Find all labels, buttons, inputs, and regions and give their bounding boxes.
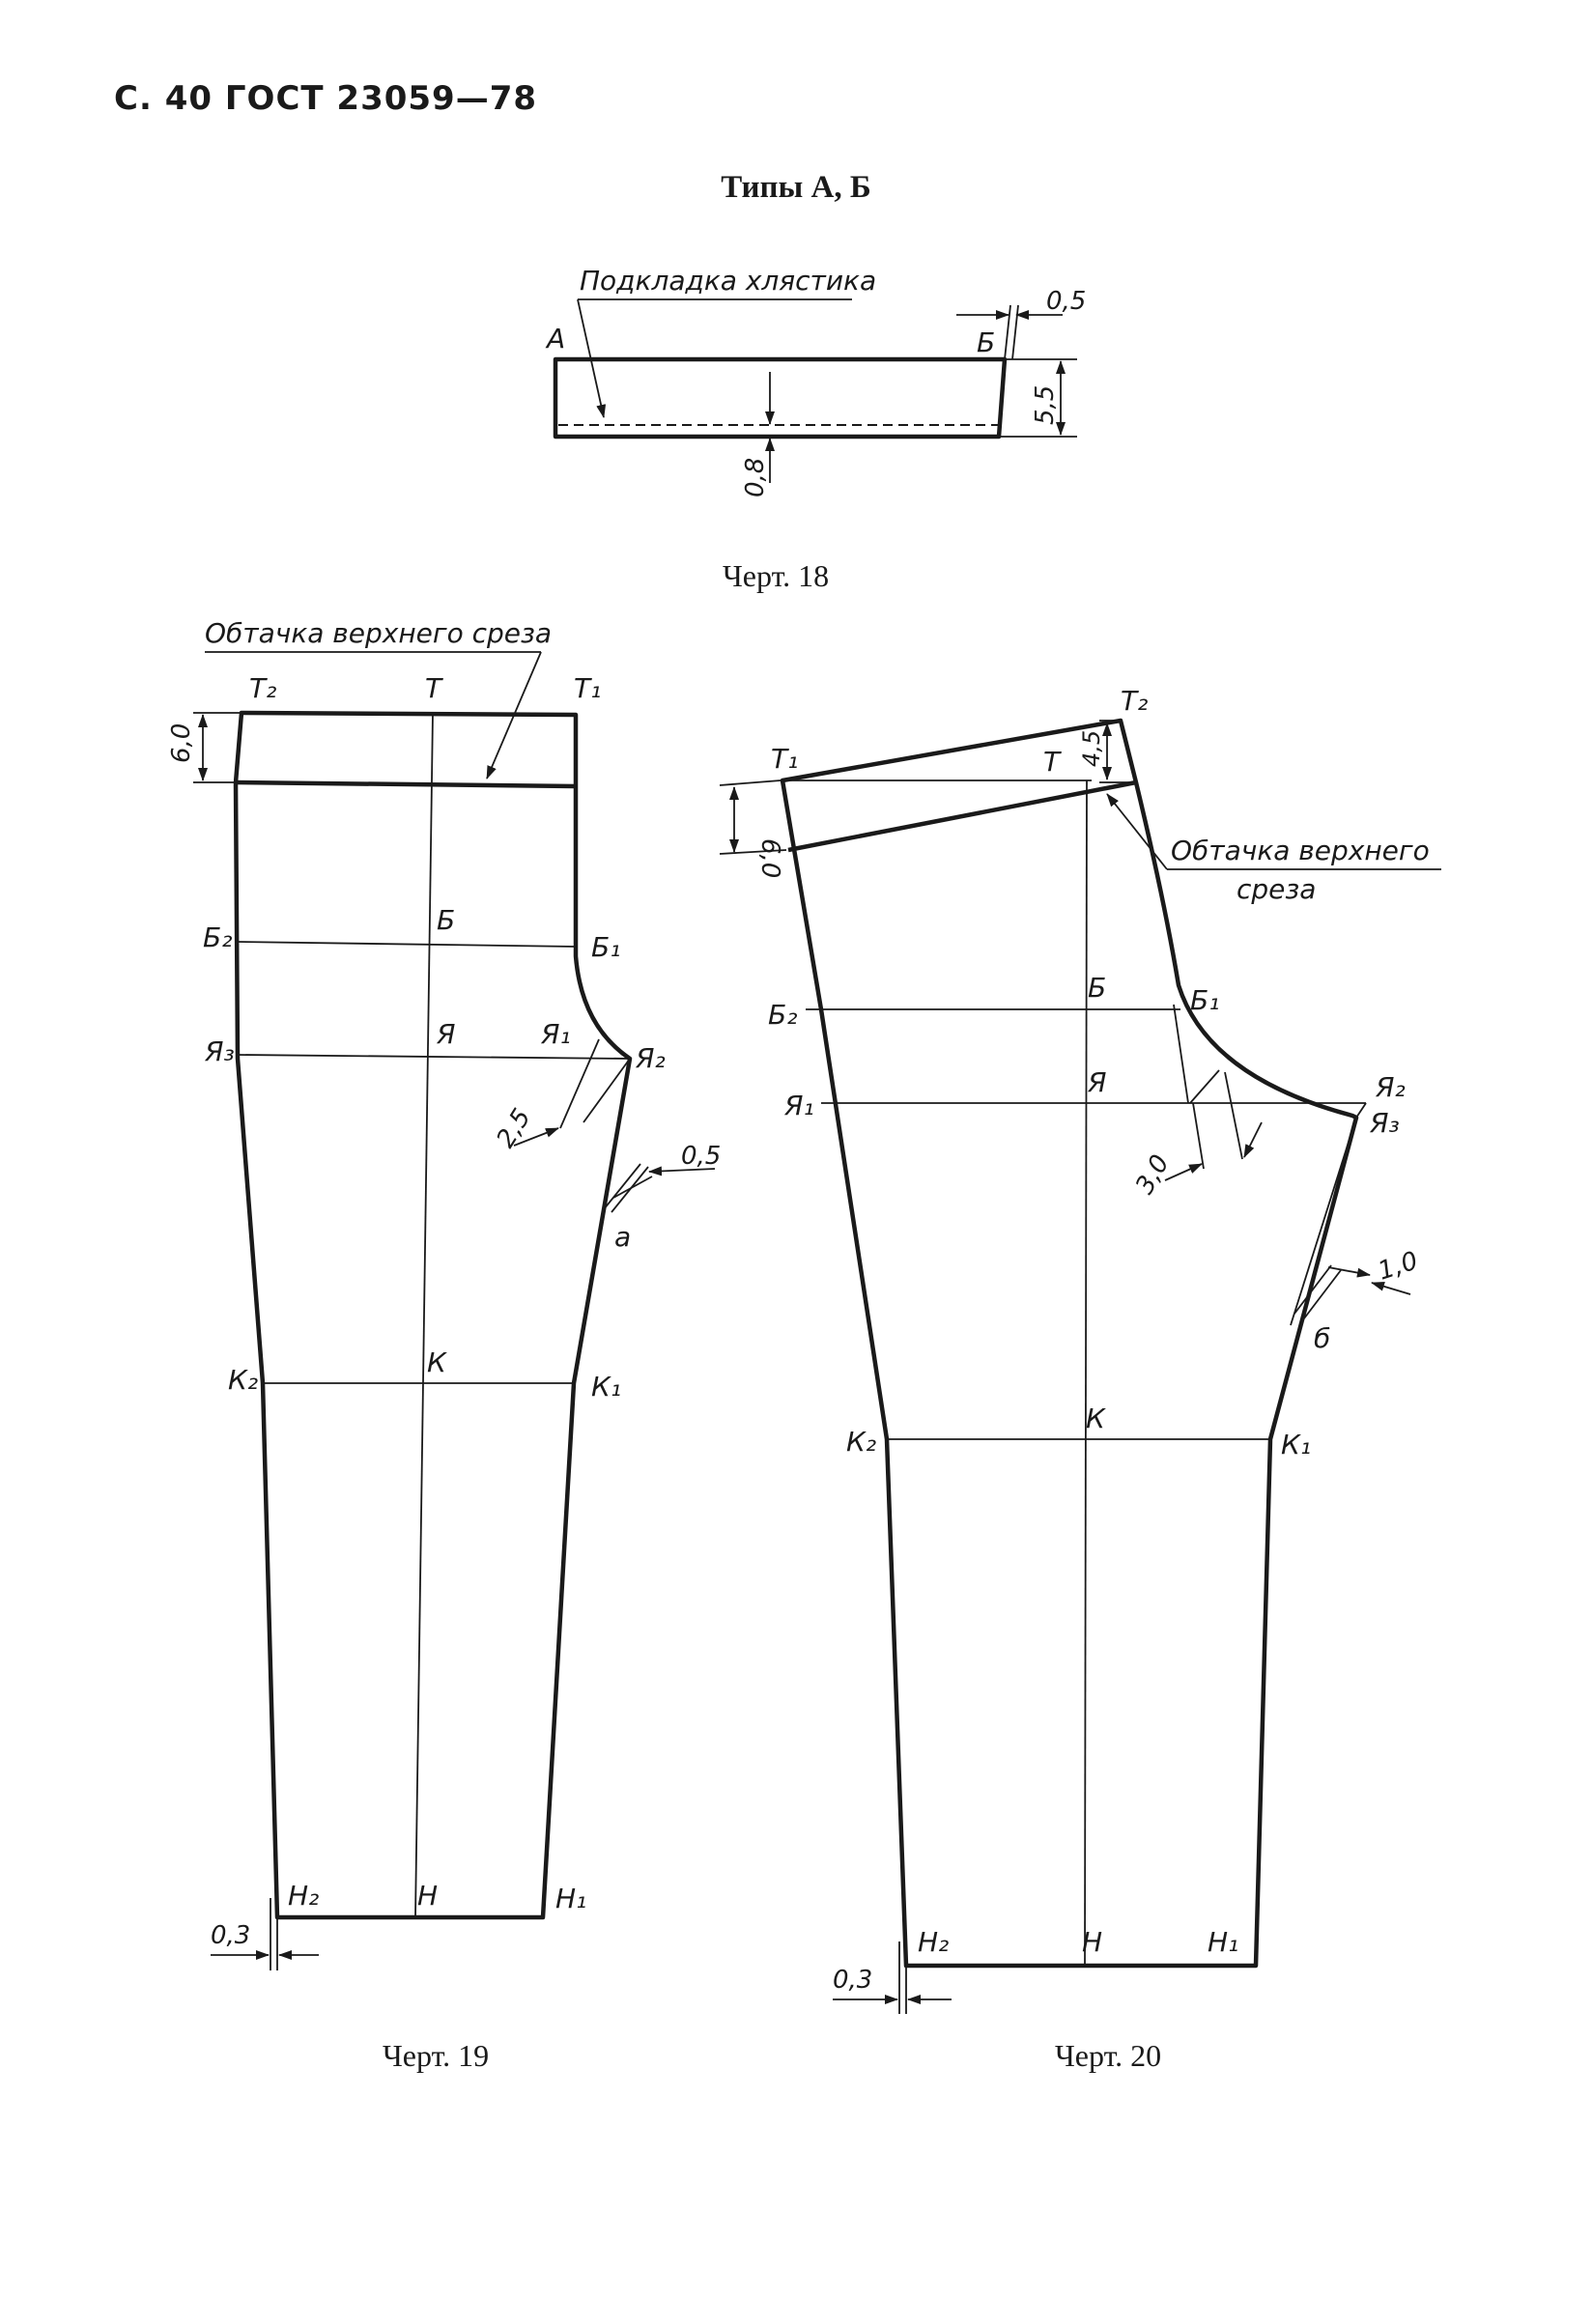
figure-18: Подкладка хлястика А Б 0,5 5,5 0,8 <box>545 265 1086 497</box>
fig20-dim-crotch: 3,0 <box>1130 1150 1176 1200</box>
fig19-pt-B2: Б₂ <box>203 921 232 953</box>
fig19-pt-K2: К₂ <box>228 1364 258 1396</box>
fig18-dim-right: 5,5 <box>1031 385 1060 425</box>
fig19-pt-Ya3: Я₃ <box>204 1035 235 1067</box>
standard-number: ГОСТ 23059—78 <box>224 79 538 118</box>
fig19-pt-H1: Н₁ <box>555 1883 586 1914</box>
caption-fig20: Черт. 20 <box>1055 2038 1162 2073</box>
fig20-crotch-arrow1 <box>1164 1163 1203 1181</box>
fig20-pt-H: Н <box>1082 1926 1102 1958</box>
fig20-label-line2: среза <box>1237 873 1316 905</box>
figure-19: 2,5 0,5 6,0 Обтачка верхнего среза 0,3 Т… <box>167 617 721 1970</box>
fig20-pt-K2: К₂ <box>846 1426 876 1458</box>
fig19-facing-line <box>235 779 577 789</box>
fig19-dim-hem: 0,3 <box>211 1921 250 1950</box>
fig18-ext-top-2 <box>1011 304 1019 360</box>
fig20-pt-K: К <box>1086 1403 1106 1434</box>
fig20-leader <box>1106 793 1168 870</box>
fig19-line-b <box>237 941 577 948</box>
fig19-pt-B1: Б₁ <box>591 931 620 963</box>
fig19-pt-K: К <box>427 1346 447 1378</box>
fig20-facing-line <box>787 779 1137 853</box>
fig20-side-arrow2 <box>1371 1281 1411 1295</box>
fig20-ya2-ya3 <box>1355 1102 1367 1119</box>
trouser-back-outline <box>780 718 1359 1969</box>
fig20-pt-Ya2: Я₂ <box>1375 1071 1406 1103</box>
fig20-side-ext-2 <box>1303 1269 1342 1319</box>
fig18-dim-bottom: 0,8 <box>741 458 770 497</box>
fig20-dim-top: 4,5 <box>1078 730 1105 767</box>
fig20-dim-left: 6,0 <box>755 838 784 878</box>
fig19-pt-T2: Т₂ <box>249 672 276 704</box>
fig20-side-ext-1 <box>1294 1264 1332 1315</box>
fig20-side-arrow1 <box>1327 1266 1371 1278</box>
fig19-pt-a: а <box>614 1221 631 1253</box>
fig20-pt-H1: Н₁ <box>1208 1926 1238 1958</box>
fig18-label: Подкладка хлястика <box>580 265 876 297</box>
fig19-side-dim-arrow <box>648 1166 716 1176</box>
fig19-grain-line <box>414 712 434 1918</box>
fig20-grain-line <box>1084 779 1088 1967</box>
fig19-label: Обтачка верхнего среза <box>205 617 552 649</box>
fig19-pt-H: Н <box>417 1880 438 1912</box>
fig19-pt-K1: К₁ <box>591 1371 621 1403</box>
fig18-dim-top: 0,5 <box>1046 287 1086 316</box>
fig19-dim-side: 0,5 <box>681 1142 721 1171</box>
fig20-crotch-guide <box>1173 1004 1189 1104</box>
fig20-ext-left-2 <box>719 849 787 855</box>
fig19-dim-top: 6,0 <box>167 723 196 763</box>
fig20-pt-T2: Т₂ <box>1121 685 1148 717</box>
fig19-side-ext-1 <box>603 1163 641 1210</box>
page-number: С. 40 <box>114 79 213 118</box>
fig18-ext-top-1 <box>1004 304 1011 360</box>
fig19-dim-crotch: 2,5 <box>491 1104 536 1153</box>
fig18-leader <box>577 298 607 418</box>
caption-fig18: Черт. 18 <box>723 558 830 593</box>
fig19-pt-Ya2: Я₂ <box>635 1042 666 1074</box>
fig20-pt-B2: Б₂ <box>768 999 797 1031</box>
fig20-pt-Ya3: Я₃ <box>1369 1107 1400 1139</box>
fig20-pt-Ya: Я <box>1087 1066 1106 1098</box>
figure-20: 3,0 1,0 6,0 4,5 Обтачка верхнего среза 0… <box>719 685 1441 2014</box>
fig19-leader <box>486 651 542 779</box>
page-header: С. 40 ГОСТ 23059—78 <box>114 79 537 118</box>
fig20-pt-B1: Б₁ <box>1190 984 1219 1016</box>
trouser-front-outline <box>233 710 633 1920</box>
section-subtitle: Типы А, Б <box>721 170 871 205</box>
fig20-pt-b: б <box>1314 1322 1330 1354</box>
fig18-point-a: А <box>545 323 565 354</box>
fig20-crotch-ext-1 <box>1192 1102 1205 1170</box>
fig19-crotch-dim-arrow <box>513 1127 559 1147</box>
fig20-pt-Ya1: Я₁ <box>783 1090 814 1121</box>
fig19-pt-Ya: Я <box>436 1018 455 1050</box>
fig19-pt-B: Б <box>437 904 455 936</box>
fig20-pt-K1: К₁ <box>1281 1429 1311 1460</box>
fig20-crotch-bisector <box>1189 1069 1220 1104</box>
fig19-line-ya <box>237 1054 631 1060</box>
fig19-crotch-ext <box>583 1058 631 1123</box>
fig20-pt-B: Б <box>1088 972 1106 1004</box>
fig20-ext-left-1 <box>719 779 782 786</box>
fig19-pt-H2: Н₂ <box>288 1880 319 1912</box>
fig19-side-dim-tick <box>612 1176 653 1199</box>
fig20-crotch-ext-2 <box>1224 1071 1243 1160</box>
fig20-crotch-arrow2 <box>1243 1121 1263 1158</box>
fig18-point-b: Б <box>977 326 995 358</box>
fig20-pt-T: Т <box>1043 746 1062 778</box>
fig20-dim-side: 1,0 <box>1375 1246 1422 1286</box>
fig19-pt-T1: Т₁ <box>574 672 601 704</box>
fig20-pt-H2: Н₂ <box>918 1926 949 1958</box>
fig20-dim-hem: 0,3 <box>833 1966 872 1995</box>
fig20-side-straight <box>1290 1117 1357 1326</box>
fig19-pt-T: Т <box>425 672 443 704</box>
fig20-label-line1: Обтачка верхнего <box>1171 835 1430 866</box>
fig19-pt-Ya1: Я₁ <box>540 1018 571 1050</box>
fig20-pt-T1: Т₁ <box>771 743 798 775</box>
caption-fig19: Черт. 19 <box>383 2038 490 2073</box>
fig19-crotch-bisector <box>559 1038 600 1129</box>
